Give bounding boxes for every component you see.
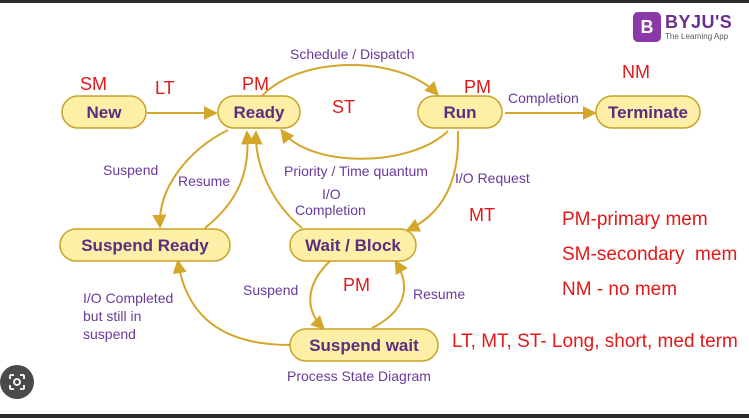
arrow-ready-to-suspend-ready [152,129,229,229]
arrow-run-to-ready [280,128,449,160]
arrow-suspend-ready-to-ready [204,130,255,229]
label-io-completion-2: Completion [295,202,366,218]
label-completion: Completion [508,90,579,106]
diagram-caption: Process State Diagram [287,368,431,384]
arrow-run-to-wait [405,130,460,232]
byjus-logo: B BYJU'S The Learning App [633,10,732,44]
bottom-border [0,414,749,418]
state-suspend-ready-label: Suspend Ready [81,236,209,255]
state-terminate-label: Terminate [608,103,688,122]
tag-pm-wait: PM [343,275,370,295]
tag-mt: MT [469,205,495,225]
state-new [61,95,147,129]
arrow-suspend-wait-to-suspend-ready [172,259,291,346]
state-terminate [595,95,701,129]
note-sm: SM-secondary mem [562,244,737,265]
state-run [417,95,503,129]
state-ready-label: Ready [233,103,285,122]
tag-sm: SM [80,74,107,94]
tag-pm-ready: PM [242,74,269,94]
state-ready [217,95,301,129]
state-wait-block-label: Wait / Block [305,236,401,255]
label-resume-wait-arrow: Resume [413,286,465,302]
arrow-suspend-wait-to-wait [371,259,408,329]
tag-pm-run: PM [464,77,491,97]
state-run-label: Run [443,103,476,122]
state-new-label: New [87,103,123,122]
tag-nm: NM [622,62,650,82]
logo-name: BYJU'S [665,12,733,32]
label-resume-left: Resume [178,173,230,189]
label-io-request: I/O Request [455,170,530,186]
arrow-wait-to-ready [248,130,303,229]
note-nm: NM - no mem [562,279,677,300]
label-io-completed-1: I/O Completed [83,290,173,306]
lens-icon [9,374,25,390]
arrow-ready-to-run [261,64,439,97]
tag-lt: LT [155,78,175,98]
top-border [0,0,749,3]
arrow-wait-to-suspend-wait [309,260,331,330]
label-io-completed-3: suspend [83,326,136,342]
state-suspend-ready [59,228,231,262]
label-suspend-wait-arrow: Suspend [243,282,298,298]
note-pm: PM-primary mem [562,209,708,230]
state-suspend-wait [289,328,439,362]
label-priority-time-quantum: Priority / Time quantum [284,163,428,179]
logo-tagline: The Learning App [665,32,729,41]
label-schedule-dispatch: Schedule / Dispatch [290,46,415,62]
tag-st: ST [332,97,355,117]
state-wait-block [289,228,417,262]
state-suspend-wait-label: Suspend wait [309,336,419,355]
note-terms: LT, MT, ST- Long, short, med term [452,331,738,352]
logo-badge: B [633,12,661,42]
label-suspend-left: Suspend [103,162,158,178]
label-io-completion-1: I/O [322,186,341,202]
visual-search-button[interactable] [0,365,34,399]
label-io-completed-2: but still in [83,308,141,324]
